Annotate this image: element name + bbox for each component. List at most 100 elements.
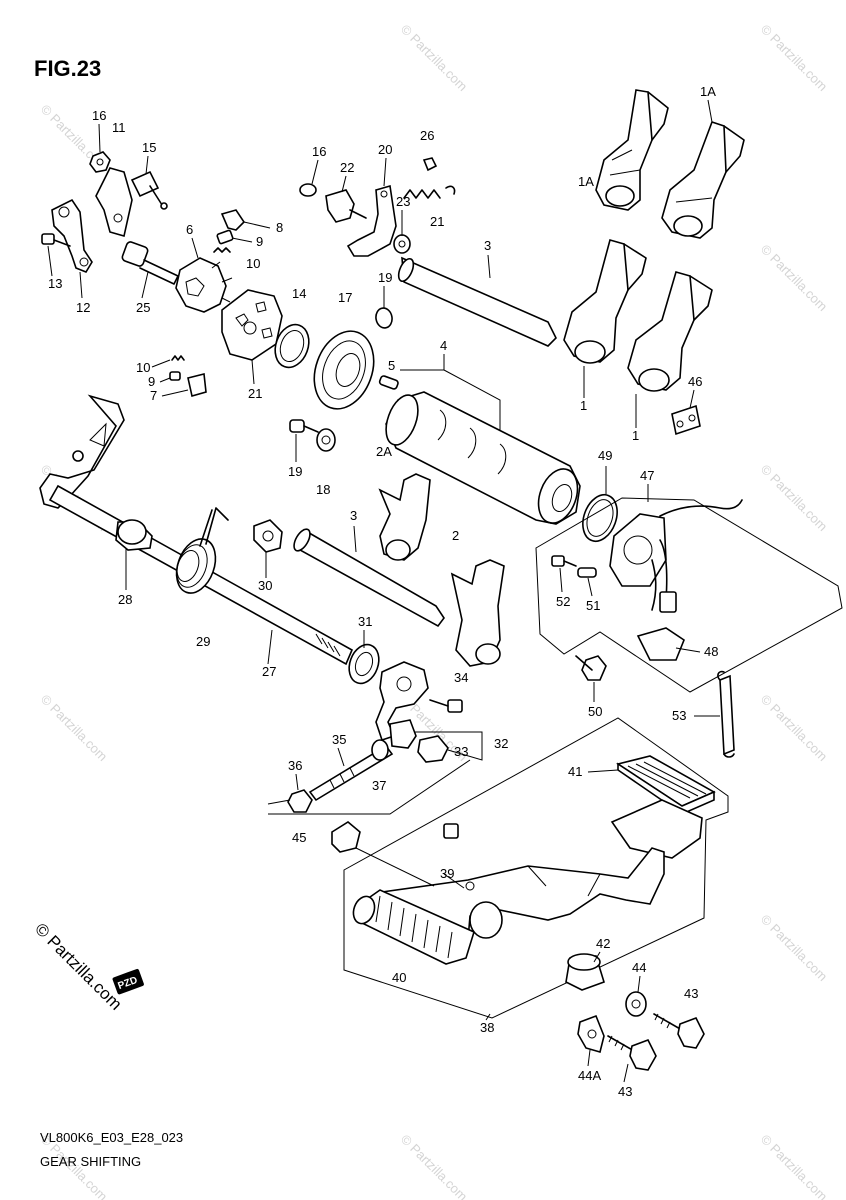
callout-14: 14: [292, 286, 306, 301]
callout-17: 17: [338, 290, 352, 305]
copyright-mark: © Partzilla.com PZD: [31, 919, 144, 1014]
callout-39: 39: [440, 866, 454, 881]
bolt-50: [575, 655, 607, 681]
callout-53: 53: [672, 708, 686, 723]
pedal-footrest-plate: [610, 799, 703, 859]
callout-7: 7: [150, 388, 157, 403]
callout-16-mid: 16: [312, 144, 326, 159]
spring-10-bottom: [171, 355, 185, 361]
callout-3-top: 3: [484, 238, 491, 253]
bolt-51: [577, 567, 597, 578]
callout-46: 46: [688, 374, 702, 389]
plate-44a: [577, 1014, 605, 1053]
washer-19-top: [375, 307, 393, 329]
watermark: © Partzilla.com: [398, 22, 471, 95]
callout-43-bottom: 43: [618, 1084, 632, 1099]
shift-arm-20: [346, 184, 397, 257]
copyright-text: © Partzilla.com: [31, 919, 125, 1013]
shift-fork-shaft-upper: [397, 256, 557, 347]
watermark: © Partzilla.com: [398, 1132, 471, 1200]
bolt-13: [41, 233, 71, 247]
oil-seal-31: [348, 643, 380, 685]
bolt-19-bottom: [289, 419, 336, 452]
callout-1a-mid: 1A: [578, 174, 594, 189]
pin-26: [422, 157, 438, 172]
callout-20: 20: [378, 142, 392, 157]
callout-50: 50: [588, 704, 602, 719]
shift-fork-1a-lower: [661, 120, 745, 239]
callout-35: 35: [332, 732, 346, 747]
spring-21-small: [403, 185, 456, 199]
gear-position-sensor: [609, 499, 743, 661]
callout-6: 6: [186, 222, 193, 237]
figure-title: FIG.23: [34, 56, 101, 81]
callout-1-left: 1: [580, 398, 587, 413]
callout-25: 25: [136, 300, 150, 315]
shift-fork-2-upper: [378, 473, 431, 561]
figure-caption: GEAR SHIFTING: [40, 1154, 141, 1169]
link-rod-35: [308, 744, 394, 802]
bolt-52: [551, 555, 577, 567]
spring-holder-30: [253, 519, 283, 553]
shift-fork-1-left: [563, 239, 647, 364]
gearshift-lever-upper: [39, 394, 125, 509]
callout-2a: 2A: [376, 444, 392, 459]
callout-27: 27: [262, 664, 276, 679]
watermark: © Partzilla.com: [758, 22, 831, 95]
callout-29: 29: [196, 634, 210, 649]
cap-45: [331, 821, 361, 853]
rod-end-33: [417, 735, 449, 763]
callout-30: 30: [258, 578, 272, 593]
bolt-34: [429, 699, 463, 713]
callout-31: 31: [358, 614, 372, 629]
callout-18: 18: [316, 482, 330, 497]
shift-fork-1-right: [627, 271, 713, 392]
washer-23: [393, 234, 411, 254]
callout-19-top: 19: [378, 270, 392, 285]
callout-15: 15: [142, 140, 156, 155]
watermark: © Partzilla.com: [758, 242, 831, 315]
callout-37: 37: [372, 778, 386, 793]
cam-driven-gear-6: [175, 257, 233, 313]
bushing-42: [565, 953, 605, 991]
nut-16-left: [89, 151, 111, 173]
pawl-8: [220, 209, 246, 231]
callout-5: 5: [388, 358, 395, 373]
callout-49: 49: [598, 448, 612, 463]
callout-43-top: 43: [684, 986, 698, 1001]
callout-52: 52: [556, 594, 570, 609]
stopper-bolt-15: [130, 170, 168, 210]
stopper-arm-12: [51, 198, 93, 273]
callout-34: 34: [454, 670, 468, 685]
spring-10-top: [213, 247, 231, 253]
nut-16-mid: [299, 183, 317, 197]
callout-9-top: 9: [256, 234, 263, 249]
callout-51: 51: [586, 598, 600, 613]
watermark: © Partzilla.com: [758, 912, 831, 985]
nut-36: [287, 789, 313, 813]
shift-fork-2-lower: [450, 559, 505, 667]
callout-21-small: 21: [430, 214, 444, 229]
stopper-plate-11: [95, 167, 133, 238]
bolt-25: [121, 241, 179, 285]
callout-28: 28: [118, 592, 132, 607]
callout-12: 12: [76, 300, 90, 315]
pedal-group-box-38: [343, 717, 729, 1019]
callout-48: 48: [704, 644, 718, 659]
watermark: © Partzilla.com: [38, 692, 111, 765]
bolt-43-top: [653, 1013, 705, 1049]
pin-5: [378, 375, 399, 390]
callout-1-right: 1: [632, 428, 639, 443]
callout-44: 44: [632, 960, 646, 975]
callout-26: 26: [420, 128, 434, 143]
rod-end-32: [389, 719, 417, 749]
clamp-53: [717, 670, 735, 758]
callout-22: 22: [340, 160, 354, 175]
callout-42: 42: [596, 936, 610, 951]
callout-36: 36: [288, 758, 302, 773]
callout-11: 11: [112, 120, 126, 135]
callout-47: 47: [640, 468, 654, 483]
callout-32: 32: [494, 736, 508, 751]
footpeg-rubber-40: [352, 889, 503, 965]
